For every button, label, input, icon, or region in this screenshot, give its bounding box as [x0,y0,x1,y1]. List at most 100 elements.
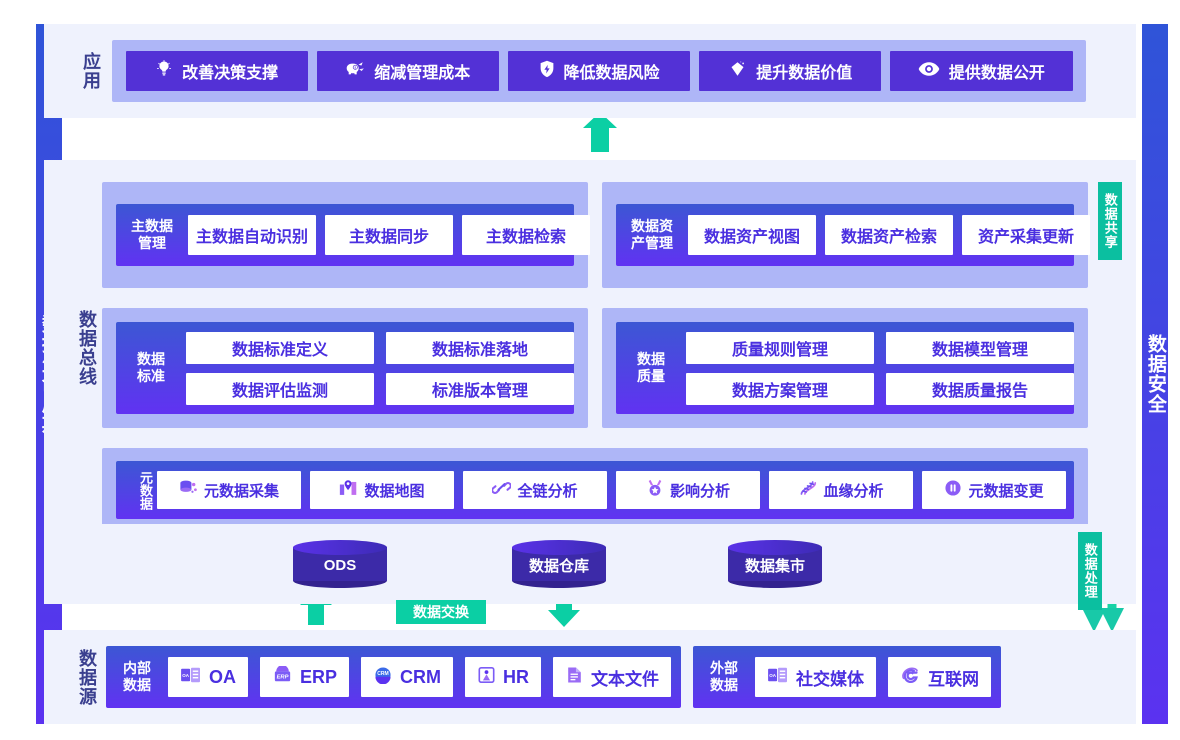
chain-link-icon [491,479,513,501]
chip-label: 主数据同步 [348,229,429,246]
svg-text:$: $ [355,65,357,69]
app-item-label: 缩减管理成本 [374,65,471,82]
chip-label: CRM [400,666,442,687]
chip-label: 数据评估监测 [231,382,328,400]
master-data-title: 主数据 管理 [131,218,173,251]
chip-label: 互联网 [928,669,980,689]
chip-source-social-media[interactable]: OA 社交媒体 [755,657,877,697]
chip-standard-assessment-monitor[interactable]: 数据评估监测 [186,372,374,405]
chip-standard-definition[interactable]: 数据标准定义 [186,331,374,364]
internet-explorer-icon [900,666,921,689]
app-item-label: 改善决策支撑 [182,65,279,82]
storage-data-warehouse[interactable]: 数据仓库 [512,540,606,588]
app-item-value-improvement[interactable]: 提升数据价值 [699,51,882,91]
chip-metadata-collection[interactable]: 元数据采集 [157,471,301,509]
chip-source-text-file[interactable]: 文本文件 [553,657,672,697]
chip-source-oa[interactable]: OA OA [168,657,248,697]
storage-label: ODS [323,556,357,574]
chip-lineage-analysis[interactable]: 血缘分析 [769,471,913,509]
data-asset-core: 数据资 产管理 数据资产视图 数据资产检索 资产采集更新 [616,204,1090,266]
chip-label: 标准版本管理 [431,382,528,400]
chip-asset-view[interactable]: 数据资产视图 [688,215,816,255]
app-item-risk-reduction[interactable]: 降低数据风险 [507,51,691,91]
dna-icon [798,479,817,501]
data-source-band: 数据源 内部 数据 OA [44,630,1136,724]
chip-quality-rule-mgmt[interactable]: 质量规则管理 [686,331,874,364]
chip-label: 主数据检索 [485,229,566,246]
data-quality-title: 数据 质量 [637,351,665,384]
chip-label: 数据地图 [364,482,425,500]
application-band: 应用 改善决策支撑 [44,24,1136,118]
chip-impact-analysis[interactable]: 影响分析 [616,471,760,509]
hr-icon [477,666,496,689]
text-file-icon [565,666,584,689]
app-item-cost-reduction[interactable]: $ 缩减管理成本 [316,51,499,91]
external-data-group: 外部 数据 OA 社 [693,646,1002,708]
pause-circle-icon [944,479,962,501]
diamond-icon [728,60,747,83]
data-bus-label: 数据总线 [77,310,97,386]
metadata-chip-row: 元数据采集 数据地图 [157,471,1066,509]
app-item-data-disclosure[interactable]: 提供数据公开 [890,51,1073,91]
lightbulb-icon [155,59,173,83]
chip-master-search[interactable]: 主数据检索 [462,215,590,255]
storage-label: 数据仓库 [528,557,589,575]
social-media-icon: OA [767,666,789,689]
chip-data-quality-report[interactable]: 数据质量报告 [886,372,1074,405]
chip-source-internet[interactable]: 互联网 [888,657,992,697]
storage-ods[interactable]: ODS [293,540,387,588]
data-asset-title: 数据资 产管理 [631,218,673,251]
chip-data-plan-mgmt[interactable]: 数据方案管理 [686,372,874,405]
cylinder-top [728,540,822,555]
chip-metadata-change[interactable]: 元数据变更 [922,471,1066,509]
external-data-chip-row: OA 社交媒体 [755,657,992,697]
chip-label: 主数据自动识别 [195,229,308,246]
data-quality-chip-grid: 质量规则管理 数据模型管理 数据方案管理 数据质量报告 [686,331,1074,405]
oa-icon: OA [180,666,202,689]
cylinder-top [293,540,387,555]
app-item-label: 提升数据价值 [756,65,853,82]
chip-master-auto-recognition[interactable]: 主数据自动识别 [188,215,316,255]
chip-label: ERP [300,666,338,687]
chip-label: 文本文件 [591,669,660,689]
data-standard-title: 数据 标准 [137,351,165,384]
chip-source-hr[interactable]: HR [465,657,542,697]
app-item-label: 降低数据风险 [563,65,660,82]
data-asset-group: 数据资 产管理 数据资产视图 数据资产检索 资产采集更新 [602,182,1090,288]
chip-source-crm[interactable]: CRM CRM [361,657,454,697]
rail-data-security: 数据安全 [1142,24,1168,724]
chip-data-model-mgmt[interactable]: 数据模型管理 [886,331,1074,364]
cylinder-top [512,540,606,555]
chip-standard-implementation[interactable]: 数据标准落地 [386,331,574,364]
tag-data-process: 数据处理 [1078,532,1102,610]
application-label: 应用 [81,52,101,90]
chip-asset-search[interactable]: 数据资产检索 [825,215,953,255]
chip-standard-version-mgmt[interactable]: 标准版本管理 [386,372,574,405]
storage-label: 数据集市 [744,557,805,575]
internal-data-title: 内部 数据 [123,660,151,693]
master-data-chip-row: 主数据自动识别 主数据同步 主数据检索 [188,215,590,255]
storage-data-mart[interactable]: 数据集市 [728,540,822,588]
piggy-bank-icon: $ [345,60,365,83]
metadata-group: 元数据 元数据采集 [102,448,1088,538]
application-pill-row: 改善决策支撑 $ 缩减管理成本 [112,40,1086,102]
chip-master-sync[interactable]: 主数据同步 [325,215,453,255]
rail-right-label: 数据安全 [1144,334,1166,414]
master-data-group: 主数据 管理 主数据自动识别 主数据同步 主数据检索 [102,182,590,288]
chip-full-chain-analysis[interactable]: 全链分析 [463,471,607,509]
map-pin-icon [339,479,358,501]
chip-asset-collect-update[interactable]: 资产采集更新 [962,215,1090,255]
chip-label: 数据标准定义 [231,341,328,359]
chip-data-map[interactable]: 数据地图 [310,471,454,509]
chip-label: 血缘分析 [823,482,884,500]
chip-source-erp[interactable]: ERP ERP [260,657,350,697]
data-standard-core: 数据 标准 数据标准定义 数据标准落地 数据评估监测 标准版本管理 [116,322,574,414]
master-data-core: 主数据 管理 主数据自动识别 主数据同步 主数据检索 [116,204,590,266]
database-stack-icon [179,479,198,501]
app-item-label: 提供数据公开 [948,65,1045,82]
app-item-decision-support[interactable]: 改善决策支撑 [125,51,308,91]
internal-data-chip-row: OA OA [168,657,672,697]
chip-label: OA [209,666,236,687]
chip-label: 数据质量报告 [931,382,1028,400]
